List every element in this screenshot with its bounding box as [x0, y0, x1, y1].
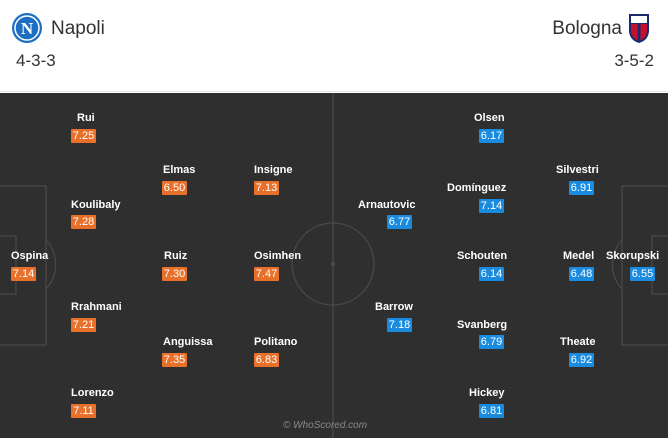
player-name[interactable]: Elmas: [163, 164, 196, 176]
player-name[interactable]: Silvestri: [556, 164, 599, 176]
player-name[interactable]: Ospina: [11, 250, 49, 262]
player-name[interactable]: Anguissa: [163, 336, 213, 348]
bologna-crest-icon: [629, 14, 649, 43]
player-rating: 6.55: [630, 267, 655, 281]
player-name[interactable]: Rrahmani: [71, 301, 122, 313]
player-name[interactable]: Lorenzo: [71, 387, 114, 399]
player-rating: 6.50: [162, 181, 187, 195]
home-team-name: Napoli: [51, 18, 105, 39]
player-rating: 6.77: [387, 215, 412, 229]
player-rating: 6.83: [254, 353, 279, 367]
player-rating: 7.13: [254, 181, 279, 195]
player-rating: 6.48: [569, 267, 594, 281]
player-name[interactable]: Hickey: [469, 387, 505, 399]
pitch: Rui 7.25 Elmas 6.50 Insigne 7.13 Kouliba…: [0, 93, 668, 438]
player-rating: 7.30: [162, 267, 187, 281]
player-name[interactable]: Svanberg: [457, 319, 508, 331]
player-rating: 7.14: [479, 199, 504, 213]
away-team-name: Bologna: [552, 18, 622, 39]
player-rating: 6.91: [569, 181, 594, 195]
player-name[interactable]: Barrow: [375, 301, 413, 313]
player-rating: 7.25: [71, 129, 96, 143]
player-rating: 7.21: [71, 318, 96, 332]
player-name[interactable]: Ruiz: [164, 250, 188, 262]
player-name[interactable]: Osimhen: [254, 250, 302, 262]
player-name[interactable]: Koulibaly: [71, 199, 121, 211]
napoli-crest-icon: N: [12, 13, 42, 43]
player-rating: 6.81: [479, 404, 504, 418]
player-name[interactable]: Theate: [560, 336, 596, 348]
player-name[interactable]: Schouten: [457, 250, 508, 262]
player-rating: 6.92: [569, 353, 594, 367]
player-name[interactable]: Skorupski: [606, 250, 660, 262]
player-name[interactable]: Rui: [77, 112, 95, 124]
player-name[interactable]: Domínguez: [447, 182, 507, 194]
player-rating: 7.47: [254, 267, 279, 281]
player-name[interactable]: Insigne: [254, 164, 293, 176]
player-name[interactable]: Arnautovic: [358, 199, 416, 211]
match-header: N Napoli 4-3-3 Bologna 3-5-2: [0, 0, 668, 92]
home-formation: 4-3-3: [16, 51, 56, 70]
player-rating: 7.28: [71, 215, 96, 229]
player-name[interactable]: Olsen: [474, 112, 505, 124]
player-rating: 7.35: [162, 353, 187, 367]
player-name[interactable]: Politano: [254, 336, 298, 348]
player-rating: 7.14: [11, 267, 36, 281]
pitch-markings: [0, 93, 668, 438]
player-rating: 6.17: [479, 129, 504, 143]
player-rating: 7.11: [71, 404, 96, 418]
away-formation: 3-5-2: [614, 51, 654, 70]
player-name[interactable]: Medel: [563, 250, 595, 262]
watermark: © WhoScored.com: [283, 420, 368, 431]
player-rating: 7.18: [387, 318, 412, 332]
svg-text:N: N: [21, 19, 34, 38]
player-rating: 6.14: [479, 267, 504, 281]
player-rating: 6.79: [479, 335, 504, 349]
